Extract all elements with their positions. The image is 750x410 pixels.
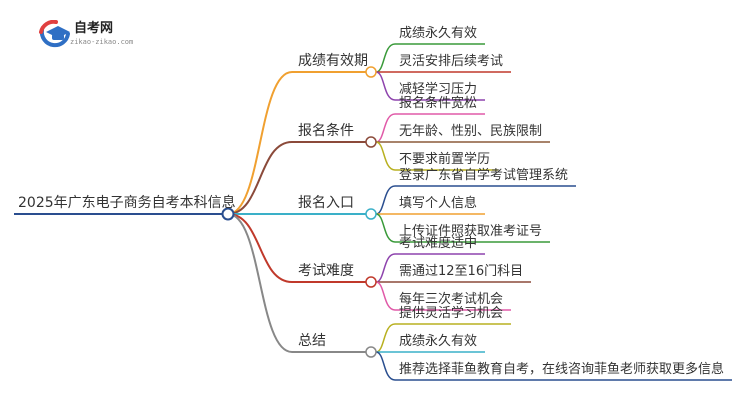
branch-node-dot — [365, 346, 377, 358]
logo-title: 自考网 — [74, 21, 114, 36]
branch-connector — [227, 213, 293, 283]
leaf-label: 成绩永久有效 — [399, 26, 478, 41]
leaf-label: 灵活安排后续考试 — [399, 54, 504, 69]
branch-summary-label: 总结 — [298, 333, 326, 349]
leaf-label: 报名条件宽松 — [399, 96, 478, 111]
branch-difficulty-label: 考试难度 — [298, 263, 354, 279]
leaf-connector — [375, 185, 396, 215]
leaf-label: 登录广东省自学考试管理系统 — [399, 168, 569, 183]
leaf-connector — [375, 113, 396, 143]
leaf-connector — [375, 351, 396, 381]
root-node-dot — [221, 207, 235, 221]
branch-node-dot — [365, 276, 377, 288]
leaf-label: 考试难度适中 — [399, 236, 478, 251]
leaf-connector — [375, 281, 396, 311]
leaf-label: 无年龄、性别、民族限制 — [399, 124, 543, 139]
branch-node-dot — [365, 136, 377, 148]
branch-validity-label: 成绩有效期 — [298, 53, 368, 69]
leaf-connector — [375, 323, 396, 353]
leaf-label: 需通过12至16门科目 — [399, 264, 524, 279]
branch-node-dot — [365, 208, 377, 220]
branch-entry-label: 报名入口 — [298, 195, 354, 211]
leaf-connector — [375, 253, 396, 283]
leaf-label: 提供灵活学习机会 — [399, 306, 504, 321]
leaf-label: 每年三次考试机会 — [399, 292, 504, 307]
leaf-connector — [375, 43, 396, 73]
leaf-label: 上传证件照获取准考证号 — [399, 224, 543, 239]
leaf-label: 减轻学习压力 — [399, 82, 478, 97]
branch-connector — [227, 71, 293, 215]
leaf-label: 填写个人信息 — [399, 196, 478, 211]
site-logo[interactable]: 自考网 zikao-zikao.com — [38, 20, 158, 52]
leaf-connector — [375, 71, 396, 101]
leaf-connector — [375, 141, 396, 171]
leaf-label: 推荐选择菲鱼教育自考，在线咨询菲鱼老师获取更多信息 — [399, 362, 725, 377]
root-topic-label: 2025年广东电子商务自考本科信息 — [18, 195, 236, 211]
branch-connector — [227, 213, 293, 353]
graduation-cap-icon — [39, 20, 70, 48]
leaf-connector — [375, 213, 396, 243]
branch-node-dot — [365, 66, 377, 78]
branch-requirements-label: 报名条件 — [298, 123, 354, 139]
logo-url: zikao-zikao.com — [70, 38, 134, 46]
branch-connector — [227, 141, 293, 215]
leaf-label: 不要求前置学历 — [399, 152, 491, 167]
leaf-label: 成绩永久有效 — [399, 334, 478, 349]
